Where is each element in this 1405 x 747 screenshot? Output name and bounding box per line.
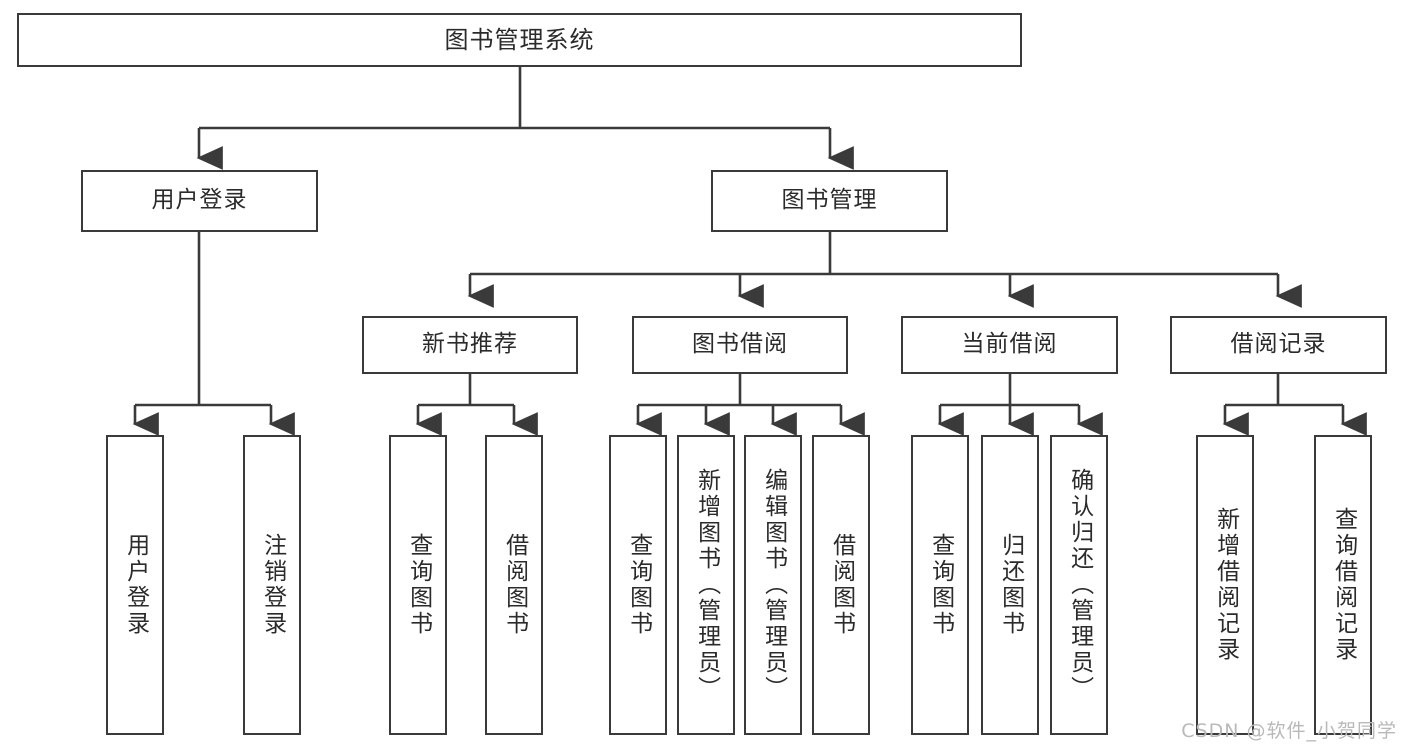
leaf-label: 归还图书 — [997, 533, 1024, 637]
node-new-book-recommend[interactable]: 新书推荐 — [362, 316, 578, 374]
leaf-user-login-login[interactable]: 用户登录 — [106, 435, 164, 735]
leaf-book-borrow-add[interactable]: 新增图书（管理员） — [677, 435, 735, 735]
node-user-login[interactable]: 用户登录 — [81, 170, 318, 232]
leaf-label: 借阅图书 — [828, 533, 855, 637]
leaf-book-borrow-edit[interactable]: 编辑图书（管理员） — [744, 435, 802, 735]
leaf-label: 确认归还（管理员） — [1066, 468, 1093, 702]
leaf-label: 借阅图书 — [501, 533, 528, 637]
leaf-borrow-record-add[interactable]: 新增借阅记录 — [1196, 435, 1254, 735]
leaf-label: 注销登录 — [259, 533, 286, 637]
leaf-book-borrow-query[interactable]: 查询图书 — [609, 435, 667, 735]
leaf-label: 编辑图书（管理员） — [760, 468, 787, 702]
leaf-borrow-record-query[interactable]: 查询借阅记录 — [1314, 435, 1372, 735]
leaf-new-book-query[interactable]: 查询图书 — [389, 435, 447, 735]
leaf-label: 查询图书 — [405, 533, 432, 637]
leaf-current-borrow-query[interactable]: 查询图书 — [911, 435, 969, 735]
leaf-user-login-logout[interactable]: 注销登录 — [243, 435, 301, 735]
leaf-label: 新增图书（管理员） — [693, 468, 720, 702]
node-root-system[interactable]: 图书管理系统 — [17, 13, 1022, 67]
csdn-watermark: CSDN @软件_小贺同学 — [1181, 720, 1397, 742]
node-current-borrow[interactable]: 当前借阅 — [901, 316, 1118, 374]
leaf-label: 用户登录 — [122, 533, 149, 637]
leaf-label: 查询图书 — [927, 533, 954, 637]
leaf-current-borrow-confirm-return[interactable]: 确认归还（管理员） — [1050, 435, 1108, 735]
node-book-management[interactable]: 图书管理 — [711, 170, 948, 232]
node-book-borrow[interactable]: 图书借阅 — [632, 316, 848, 374]
node-borrow-record[interactable]: 借阅记录 — [1170, 316, 1387, 374]
leaf-label: 查询借阅记录 — [1330, 507, 1357, 663]
leaf-label: 查询图书 — [625, 533, 652, 637]
leaf-current-borrow-return[interactable]: 归还图书 — [981, 435, 1039, 735]
leaf-label: 新增借阅记录 — [1212, 507, 1239, 663]
leaf-book-borrow-borrow[interactable]: 借阅图书 — [812, 435, 870, 735]
leaf-new-book-borrow[interactable]: 借阅图书 — [485, 435, 543, 735]
